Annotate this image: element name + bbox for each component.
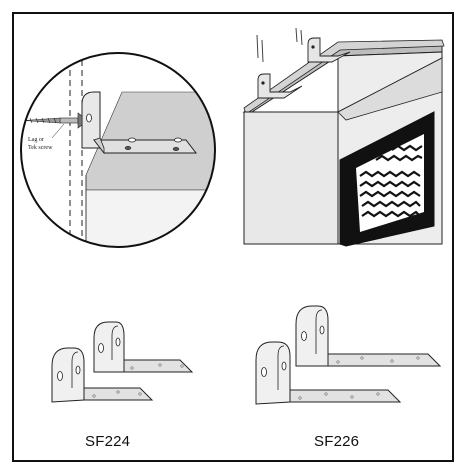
- zigzag-pattern: [359, 144, 423, 218]
- top-bracket-front: [257, 73, 303, 99]
- sf224-bracket-front: [51, 347, 154, 403]
- callout-line-2: Tek screw: [28, 145, 53, 151]
- bracket-horizontal-plate: [92, 139, 198, 154]
- bracket-pair-sf224: [51, 321, 194, 403]
- product-label-sf226: SF226: [314, 433, 360, 450]
- product-label-sf224: SF224: [85, 433, 131, 450]
- sf224-bracket-back: [93, 321, 194, 373]
- bracket-pair-sf226: [255, 305, 442, 405]
- sf226-bracket-front: [255, 341, 402, 405]
- lag-screw: [23, 112, 83, 129]
- counter-illustration: [242, 27, 445, 247]
- top-bracket-back: [307, 37, 351, 63]
- counter-front-face: [243, 111, 339, 245]
- callout-line-1: Lag or: [28, 137, 44, 143]
- sf226-bracket-back: [295, 305, 442, 367]
